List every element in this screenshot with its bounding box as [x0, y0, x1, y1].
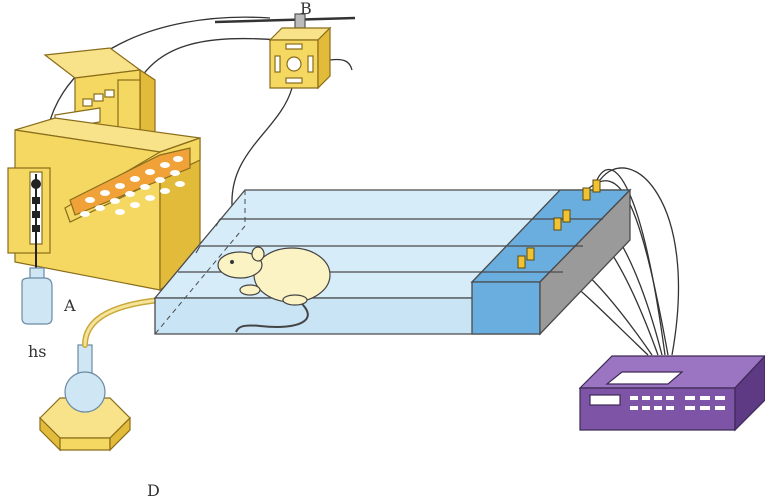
swivel-box-side: [317, 26, 331, 90]
meter-screen: [589, 394, 621, 406]
swivel-assembly: [214, 13, 356, 90]
rat-tail: [235, 301, 309, 333]
label-b: B: [300, 0, 312, 18]
swivel-rod: [214, 16, 356, 24]
electrode-3: [553, 217, 562, 231]
swivel-slot-right: [307, 55, 314, 73]
pump-button-1: [82, 98, 93, 107]
electrode-1: [517, 255, 526, 269]
pump-button-2: [93, 93, 104, 102]
label-a: A: [63, 296, 76, 315]
electrode-2: [526, 247, 535, 261]
label-hs: hs: [28, 342, 47, 361]
swivel-hub: [286, 56, 302, 72]
syringe-panel: [7, 167, 51, 254]
electrode-6: [592, 179, 601, 193]
tank-hidden-edges: [154, 190, 246, 335]
meter-display: [605, 371, 684, 385]
wire-b-right: [329, 58, 353, 71]
electrode-4: [562, 209, 571, 223]
rat: [217, 246, 331, 333]
pump-apparatus: [14, 47, 201, 292]
rat-leg-front: [239, 284, 261, 296]
bead-grid: [80, 156, 185, 217]
swivel-slot-bottom: [285, 77, 303, 84]
bead-tray-inner: [69, 147, 191, 216]
electrode-5: [582, 187, 591, 201]
delivery-tube-highlight: [83, 298, 162, 347]
tank-right-side: [539, 188, 631, 336]
pump-button-3: [104, 89, 115, 98]
meter-keypad: [630, 396, 725, 410]
lead-7: [599, 167, 680, 356]
meter-side: [734, 355, 765, 432]
hot-plate: [39, 397, 131, 452]
rat-body: [253, 247, 331, 303]
meter-device: [578, 355, 765, 432]
swivel-slot-left: [274, 55, 281, 73]
rat-leg-back: [282, 294, 308, 306]
collection-bottle: [21, 267, 53, 325]
label-d: D: [147, 481, 160, 500]
tank-end-front: [471, 281, 541, 335]
electrodes: [517, 179, 601, 269]
rat-head: [217, 251, 263, 279]
rat-ear: [251, 246, 265, 262]
rat-eye: [229, 259, 235, 265]
swivel-slot-top: [285, 43, 303, 50]
syringe-tube: [31, 174, 41, 272]
round-flask: [64, 344, 106, 413]
